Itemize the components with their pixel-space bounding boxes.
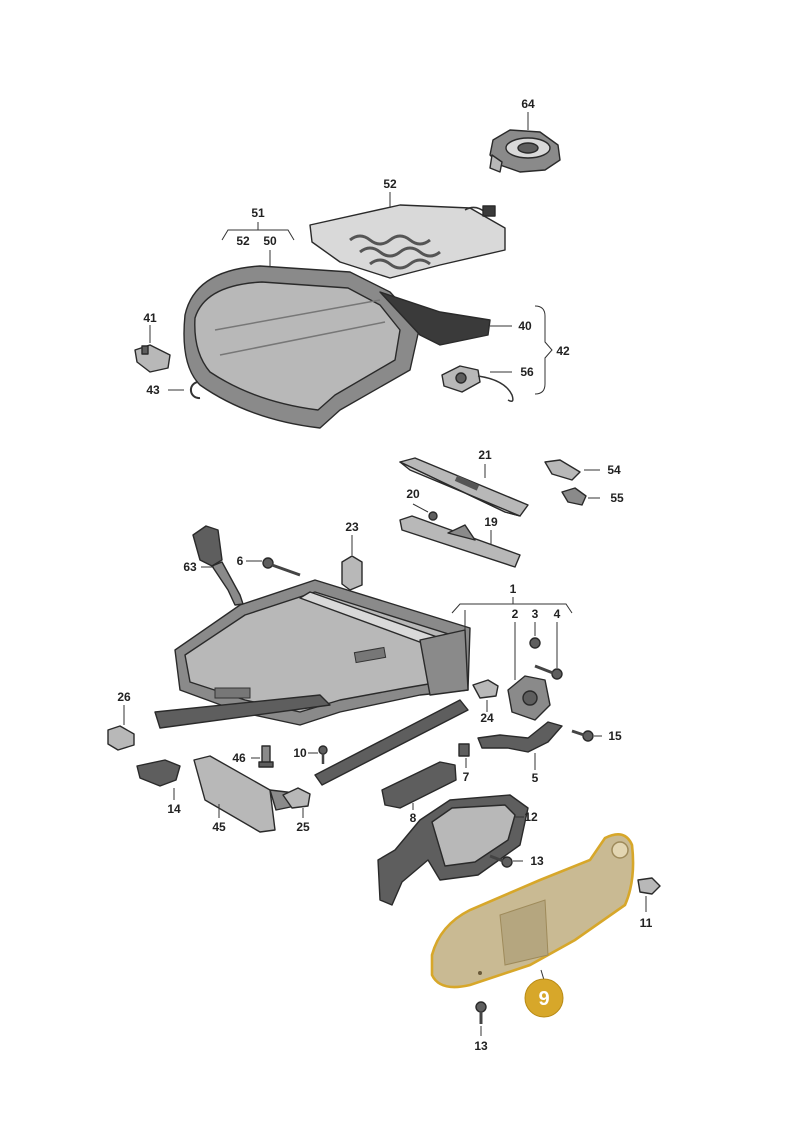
- callout-1: 1: [510, 582, 517, 596]
- callout-55: 55: [610, 491, 624, 505]
- part-52-heating-mat[interactable]: [309, 204, 506, 279]
- callout-21: 21: [478, 448, 492, 462]
- callout-54: 54: [607, 463, 621, 477]
- part-50-seat-cushion[interactable]: [183, 265, 491, 429]
- callout-52-sub: 52: [236, 234, 250, 248]
- part-13-screw-mid[interactable]: [489, 854, 513, 868]
- callout-26: 26: [117, 690, 131, 704]
- callout-11: 11: [640, 916, 653, 930]
- callout-9: 9: [538, 988, 549, 1010]
- callout-20: 20: [406, 487, 420, 501]
- part-43-ring[interactable]: [189, 381, 201, 400]
- callout-10: 10: [293, 746, 307, 760]
- callout-2: 2: [512, 607, 519, 621]
- callout-5: 5: [532, 771, 539, 785]
- callout-40: 40: [518, 319, 532, 333]
- part-11-clip[interactable]: [637, 877, 661, 895]
- seat-frame[interactable]: [154, 579, 471, 786]
- part-19-rail[interactable]: [399, 515, 521, 568]
- callout-14: 14: [167, 802, 181, 816]
- callout-25: 25: [296, 820, 310, 834]
- callout-64: 64: [521, 97, 535, 111]
- callout-56: 56: [520, 365, 534, 379]
- part-20-screw[interactable]: [428, 511, 438, 521]
- part-41-clip[interactable]: [134, 344, 171, 373]
- callout-52-top: 52: [383, 177, 397, 191]
- part-25-clip[interactable]: [282, 787, 311, 809]
- part-26-clip[interactable]: [107, 725, 135, 751]
- part-46-bolt[interactable]: [258, 745, 274, 768]
- callout-50: 50: [263, 234, 277, 248]
- part-8-handle[interactable]: [381, 761, 457, 809]
- part-5-bracket[interactable]: [477, 721, 563, 753]
- callout-12: 12: [524, 810, 538, 824]
- callout-15: 15: [608, 729, 622, 743]
- callout-4: 4: [554, 607, 561, 621]
- part-54-bracket[interactable]: [544, 459, 581, 481]
- part-23-clip[interactable]: [341, 555, 363, 591]
- part-21-cover[interactable]: [399, 457, 529, 517]
- callout-23: 23: [345, 520, 359, 534]
- part-13-screw-bottom[interactable]: [475, 1001, 487, 1024]
- callout-3: 3: [532, 607, 539, 621]
- callout-45: 45: [212, 820, 226, 834]
- part-24-clip[interactable]: [472, 679, 499, 699]
- part-15-screw[interactable]: [571, 729, 594, 742]
- part-12-bracket-frame[interactable]: [377, 794, 529, 906]
- callout-43: 43: [146, 383, 160, 397]
- callout-6: 6: [237, 554, 244, 568]
- callout-63: 63: [183, 560, 197, 574]
- part-6-bolt[interactable]: [262, 557, 301, 577]
- part-64-motor-unit[interactable]: [489, 129, 561, 173]
- part-3-nut[interactable]: [529, 637, 541, 649]
- callout-13-mid: 13: [530, 854, 544, 868]
- callout-8: 8: [410, 811, 417, 825]
- callout-13-bottom: 13: [474, 1039, 488, 1053]
- highlight-badge-9[interactable]: 9: [524, 978, 564, 1018]
- callout-24: 24: [480, 711, 494, 725]
- part-9-side-cover-highlighted[interactable]: [430, 833, 635, 989]
- callout-46: 46: [232, 751, 246, 765]
- callout-42: 42: [556, 344, 570, 358]
- callout-51: 51: [251, 206, 265, 220]
- callout-19: 19: [484, 515, 498, 529]
- part-14-cover[interactable]: [136, 759, 181, 787]
- part-7-clip[interactable]: [458, 743, 470, 757]
- part-56-sensor[interactable]: [441, 365, 514, 402]
- callout-7: 7: [463, 770, 470, 784]
- part-2-recliner[interactable]: [507, 675, 551, 721]
- part-10-screw[interactable]: [318, 745, 328, 764]
- part-63-belt-buckle[interactable]: [192, 525, 244, 606]
- part-55-connector[interactable]: [561, 487, 587, 506]
- part-4-screw[interactable]: [534, 664, 563, 680]
- callout-41: 41: [143, 311, 157, 325]
